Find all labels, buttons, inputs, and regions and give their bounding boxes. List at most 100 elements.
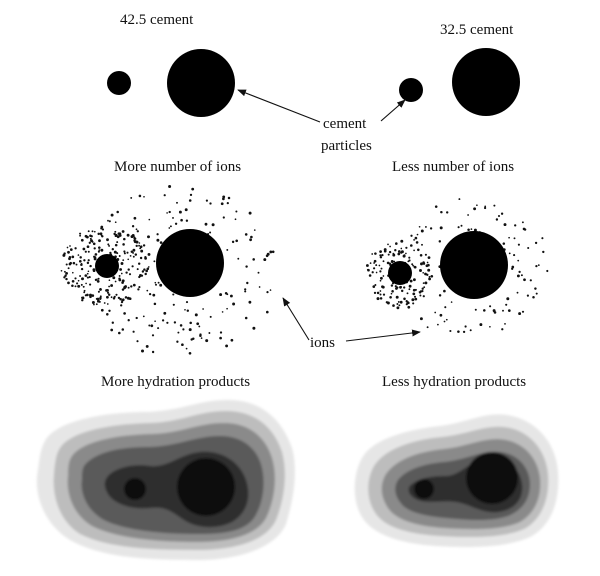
- ion-dot: [79, 256, 82, 259]
- ion-dot: [383, 248, 387, 252]
- ion-dot: [503, 223, 507, 227]
- ion-dot: [157, 327, 160, 330]
- ion-dot: [113, 232, 116, 236]
- ion-dot: [112, 297, 116, 300]
- right-small-particle: [399, 78, 423, 102]
- ion-dot: [379, 254, 382, 257]
- ion-dot: [114, 243, 118, 247]
- ion-dot: [427, 263, 430, 267]
- ion-dot: [227, 196, 231, 200]
- ion-dot: [138, 244, 141, 247]
- ion-dot: [426, 261, 429, 264]
- ion-dot: [86, 276, 89, 279]
- ion-dot: [479, 323, 483, 327]
- ion-dot: [138, 194, 142, 198]
- ion-dot: [86, 245, 90, 249]
- ion-dot: [141, 270, 145, 273]
- ion-dot: [159, 283, 163, 287]
- ion-dot: [124, 285, 127, 288]
- ion-dot: [209, 231, 212, 234]
- ion-dot: [156, 238, 160, 242]
- ion-dot: [366, 268, 369, 271]
- ion-dot: [71, 255, 75, 259]
- ion-dot: [136, 268, 139, 271]
- ion-dot: [63, 276, 66, 279]
- ion-dot: [172, 303, 175, 306]
- ion-dot: [226, 248, 229, 251]
- ion-dot: [411, 263, 414, 266]
- ion-dot: [153, 260, 156, 263]
- ion-dot: [373, 291, 377, 295]
- ion-dot: [396, 303, 399, 305]
- ion-dot: [476, 204, 478, 207]
- ion-dot: [139, 274, 142, 277]
- ion-dot: [414, 288, 417, 291]
- ion-dot: [470, 228, 473, 230]
- ion-dot: [457, 330, 460, 333]
- ion-dot: [439, 313, 443, 317]
- ion-dot: [86, 272, 89, 275]
- ion-dot: [110, 284, 114, 287]
- ion-dot: [374, 252, 377, 255]
- ion-dot: [121, 328, 125, 331]
- ion-dot: [128, 297, 132, 301]
- ion-dot: [85, 235, 87, 238]
- ion-dot: [89, 283, 92, 286]
- ion-dot: [185, 347, 188, 350]
- ion-dot: [188, 351, 192, 355]
- ion-dot: [80, 283, 83, 286]
- ion-dot: [537, 264, 540, 267]
- ion-dot: [462, 330, 466, 334]
- ion-dot: [422, 262, 426, 265]
- ion-dot: [417, 248, 420, 252]
- ion-dot: [424, 253, 427, 256]
- ion-dot: [511, 265, 515, 269]
- ion-dot: [130, 285, 133, 288]
- ion-dot: [77, 254, 80, 256]
- ion-dot: [101, 228, 105, 231]
- ion-dot: [77, 279, 80, 282]
- ion-dot: [110, 328, 114, 332]
- ion-dot: [390, 292, 393, 295]
- ion-dot: [108, 220, 111, 223]
- right-hydration-products: [354, 414, 559, 547]
- ion-dot: [189, 193, 193, 197]
- ion-dot: [493, 311, 497, 314]
- ion-dot: [100, 308, 104, 312]
- ion-dot: [376, 291, 380, 295]
- ion-dot: [407, 305, 411, 309]
- ion-dot: [120, 262, 124, 265]
- ion-dot: [271, 250, 275, 254]
- ion-dot: [420, 229, 424, 233]
- ion-dot: [148, 324, 151, 327]
- ion-dot: [514, 224, 517, 227]
- ion-dot: [400, 247, 403, 250]
- ion-dot: [374, 284, 377, 286]
- ion-dot: [424, 225, 427, 228]
- ion-dot: [89, 234, 92, 238]
- ion-dot: [101, 235, 104, 238]
- ion-dot: [127, 319, 130, 322]
- ion-dot: [128, 273, 132, 276]
- ion-dot: [174, 222, 178, 225]
- ion-dot: [474, 308, 477, 311]
- ion-dot: [443, 320, 446, 323]
- ion-dot: [110, 213, 114, 217]
- ion-dot: [163, 311, 167, 315]
- ion-dot: [130, 196, 133, 199]
- ion-dot: [381, 253, 384, 257]
- ion-dot: [151, 350, 155, 354]
- ion-dot: [219, 336, 222, 340]
- ion-dot: [427, 256, 431, 259]
- ion-dot: [225, 344, 229, 348]
- ion-dot: [473, 228, 477, 232]
- ion-dot: [405, 246, 408, 249]
- ion-dot: [529, 279, 532, 282]
- ion-dot: [235, 210, 238, 213]
- ion-dot: [371, 271, 374, 274]
- ion-dot: [88, 241, 91, 244]
- ion-dot: [74, 285, 77, 288]
- ion-dot: [516, 274, 520, 278]
- ion-dot: [473, 207, 477, 211]
